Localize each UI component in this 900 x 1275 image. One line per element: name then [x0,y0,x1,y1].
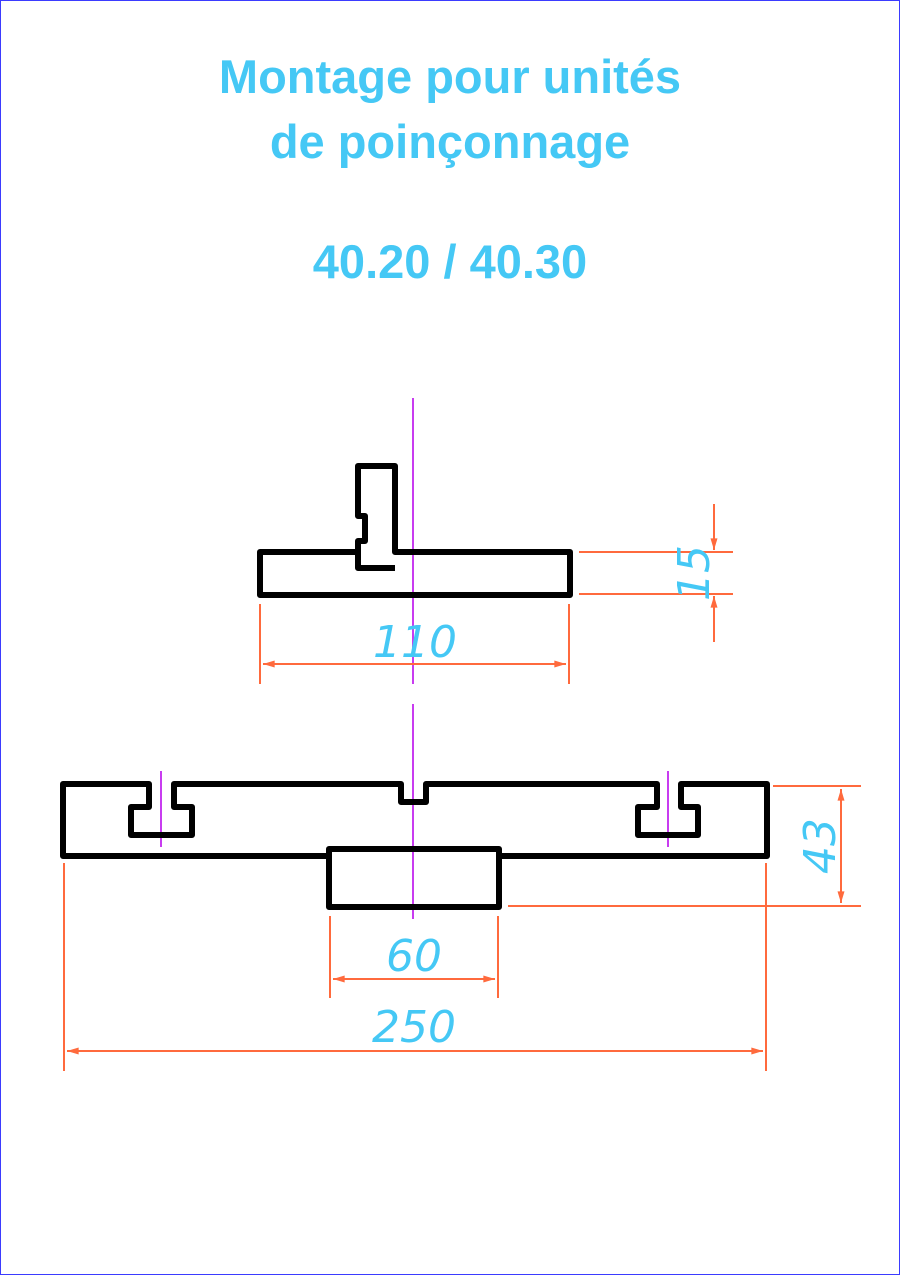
dimension-60-label: 60 [386,931,442,982]
top-profile-outline [257,463,573,598]
dimension-110-label: 110 [373,617,457,668]
dimension-43 [508,785,861,907]
dimension-110 [259,604,570,684]
dimension-15-label: 15 [669,545,720,601]
bottom-profile-outline [60,781,770,910]
bottom-profile: 60 250 43 [60,704,861,1071]
title-line-1: Montage pour unités [218,50,682,103]
dimension-43-label: 43 [795,818,846,874]
model-numbers: 40.20 / 40.30 [312,235,588,288]
dimension-250-label: 250 [372,1002,456,1053]
dimension-60 [329,916,499,998]
title-line-2: de poinçonnage [269,115,631,168]
dimension-250 [63,863,767,1071]
top-profile: 110 15 [257,398,733,684]
dimension-15 [579,504,733,642]
